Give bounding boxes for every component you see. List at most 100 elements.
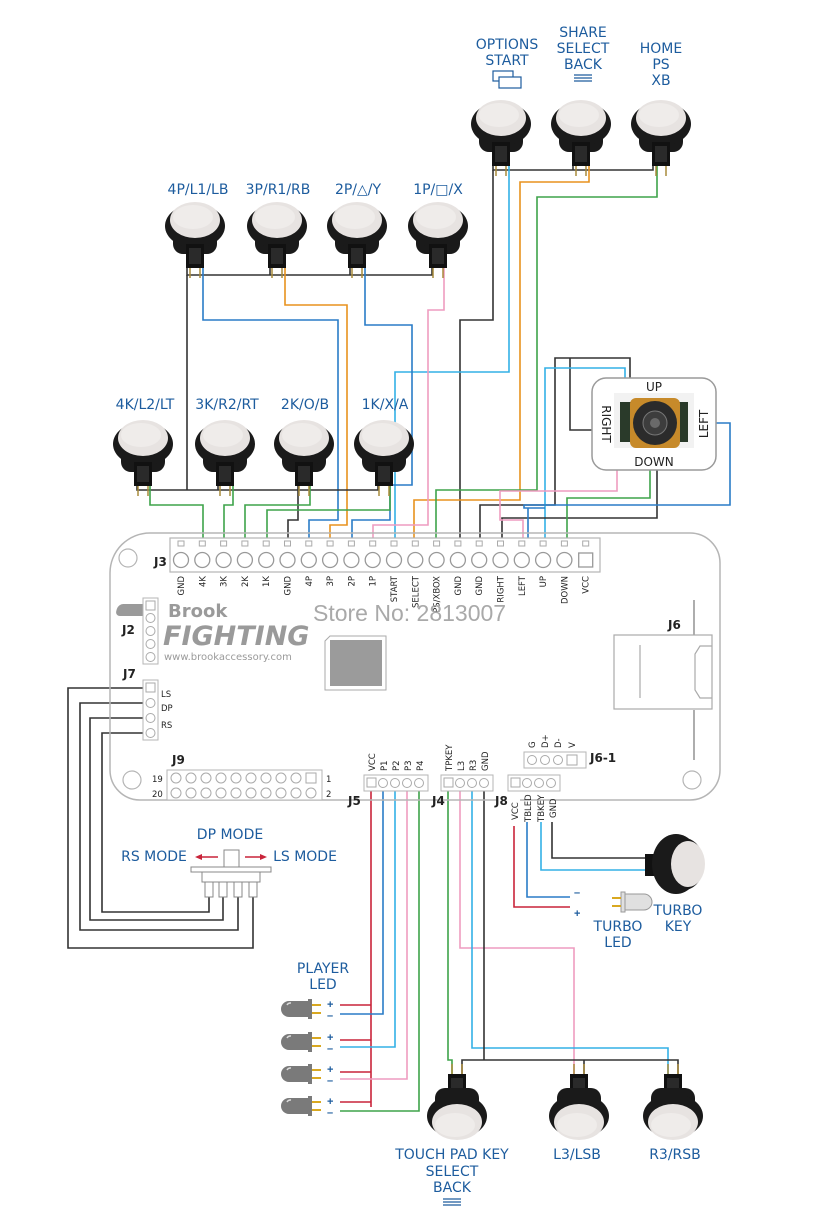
j5-pin-vcc: VCC [368,753,378,771]
player-leds: PLAYER LED + – + – + – + – [280,961,349,1119]
j3-pin-label: 3K [220,576,230,587]
led-3-minus: – [327,1075,333,1087]
j6-1-pin-v: V [568,742,578,748]
brand-website: www.brookaccessory.com [164,652,292,663]
windows-icon [492,70,522,89]
turbo-led-icon [612,891,653,913]
j9-pin [200,772,212,784]
kick-label-1k: 1K/X/A [362,397,409,413]
punch-buttons: 4P/L1/LB 3P/R1/RB 2P/△/Y 1P/□/X [164,182,469,279]
j5-pin-p2: P2 [392,760,402,771]
j7-label: J7 [122,667,136,681]
wire-punch-gnd-bus [186,262,433,276]
j3-pin [279,551,296,569]
ls-mode-label: LS MODE [273,849,337,865]
joystick-up-label: UP [646,380,662,394]
j3-pin [364,551,381,569]
wire-j4-gnd [461,787,679,1082]
player-led-3: + – [280,1063,333,1087]
j9-pin [275,787,287,799]
led-1-plus: + [327,999,333,1011]
j3-pin [513,551,530,569]
j6-1-pin-g: G [528,741,538,748]
kick-button-3k [194,419,256,497]
j9-pin-2: 2 [326,790,331,800]
j3-pin [534,551,552,569]
brand-badge: 4 in 1 [283,606,309,615]
options-button-body [470,99,532,177]
led-4-minus: – [327,1107,333,1119]
j3-pin-label: LEFT [518,575,528,596]
j5-pin-p1: P1 [380,760,390,771]
j3-pin-tab [497,540,504,547]
j9-label: J9 [171,753,185,767]
j3-pin-label: START [390,575,400,602]
j6-connector: J6 [613,618,713,710]
rs-mode-label: RS MODE [121,849,187,865]
brook-logo: Brook FIGHTING 4 in 1 www.brookaccessory… [116,601,310,663]
j3-pin-tab [220,540,228,547]
j5-label: J5 [347,794,361,808]
wire-up [544,367,626,550]
j3-pin [556,551,573,569]
watermark: Store No: 2813007 [313,600,506,626]
touchpad-button [426,1063,488,1141]
wire-j5-p1 [340,787,384,1015]
wire-right-pink [499,470,618,521]
j9-pin [290,787,302,799]
j3-pin-tab [560,540,568,547]
j3-pin [172,551,190,569]
mount-hole-bottom [122,770,142,790]
wire-1k [266,480,391,550]
j9-pins [170,772,317,799]
turbo-led: – + TURBO LED [574,887,653,951]
kick-button-2k [273,419,335,497]
share-button: SHARE SELECT BACK [550,25,612,177]
share-label-1: SHARE [559,25,607,41]
wire-j5-p2 [340,787,396,1048]
wire-j7-ls [67,687,254,949]
wire-j5-vcc [340,787,372,1107]
j3-pin [407,551,424,569]
j7-header: J7 LS DP RS [122,667,173,741]
touchpad-label-2: SELECT [426,1164,479,1180]
turbo-led-plus: + [574,908,580,920]
wire-kick-gnd-bus [136,480,379,491]
joystick-right-label: RIGHT [599,405,613,443]
player-led-4: + – [280,1095,333,1119]
punch-button-2p [326,201,388,279]
j9-pin [290,772,302,784]
j8-pin-tbkey: TBKEY [537,794,547,823]
led-4-icon [280,1095,322,1117]
j9-pin [260,787,272,799]
j3-pin-tab [390,540,398,547]
joystick-down-label: DOWN [634,455,674,469]
punch-button-3p [246,201,308,279]
j8-pin-vcc: VCC [511,802,521,820]
j4-header: J4 TPKEY L3 R3 GND [431,744,494,808]
home-button: HOME PS XB [630,41,692,177]
kick-label-4k: 4K/L2/LT [116,397,175,413]
wire-3p [284,262,348,550]
j8-header: J8 VCC TBLED TBKEY GND [494,774,561,826]
wire-j7-dp [79,702,239,931]
punch-label-3p: 3P/R1/RB [246,182,311,198]
j3-pin-label: 3P [326,576,336,587]
home-button-body [630,99,692,177]
j4-label: J4 [431,794,445,808]
j3-pin-tab [284,540,291,547]
j9-pin [170,772,182,784]
punch-label-4p: 4P/L1/LB [168,182,229,198]
j3-pin-label: RIGHT [497,575,507,602]
turbo-key-label-1: TURBO [653,903,703,919]
pcb-outline [109,532,721,801]
j3-pin-tab [347,540,355,547]
j3-label: J3 [153,555,167,569]
share-label-3: BACK [564,57,603,73]
kick-label-2k: 2K/O/B [281,397,329,413]
top-buttons: OPTIONS START SHARE SELECT BACK HOME PS … [470,25,692,177]
wire-share-select [413,160,590,550]
j9-pin [215,787,227,799]
